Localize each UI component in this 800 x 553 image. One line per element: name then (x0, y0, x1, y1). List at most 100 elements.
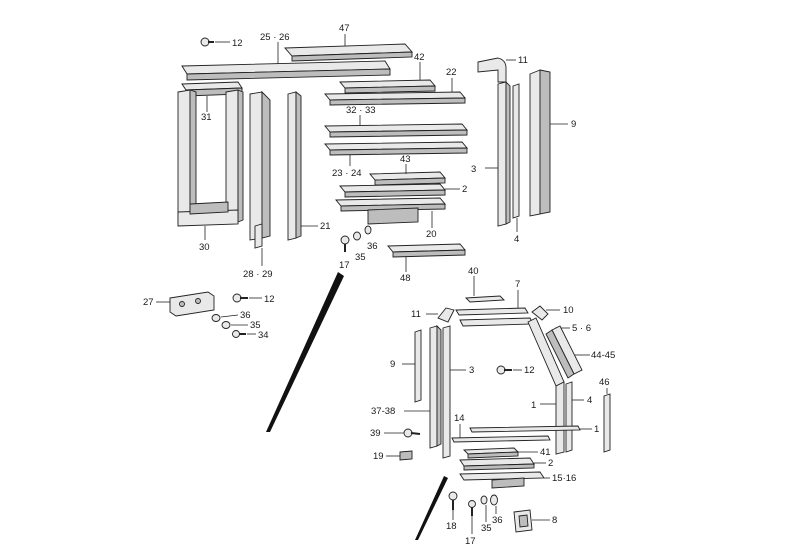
label-20: 20 (426, 229, 437, 240)
label-19: 19 (373, 451, 384, 462)
screw-12-top (200, 37, 214, 47)
part-11-corner-top (477, 57, 507, 83)
part-2-profile-lower (459, 457, 535, 471)
label-11-top: 11 (518, 55, 528, 66)
label-46: 46 (599, 377, 610, 388)
part-5-6-profile (459, 317, 534, 327)
washer-35-upper (353, 231, 361, 241)
part-9-vertical-lower (414, 329, 422, 403)
screw-39 (403, 428, 421, 438)
screw-17-upper (340, 235, 350, 252)
label-8: 8 (552, 515, 557, 526)
part-10-corner (531, 305, 549, 321)
part-2-profile-top (339, 183, 446, 198)
label-44-45: 44-45 (591, 350, 615, 361)
washer-36-lower (490, 494, 498, 506)
part-3-vertical-top (497, 80, 511, 227)
label-47: 47 (339, 23, 350, 34)
washer-35-mid (221, 321, 231, 329)
screw-17-lower (468, 500, 476, 516)
label-23-24: 23 · 24 (332, 168, 362, 179)
label-18: 18 (446, 521, 457, 532)
label-9-top: 9 (571, 119, 576, 130)
label-1-b: 1 (594, 424, 599, 435)
label-11-lower: 11 (411, 309, 421, 320)
label-9-lower: 9 (390, 359, 395, 370)
label-25-26: 25 · 26 (260, 32, 290, 43)
label-34: 34 (258, 330, 269, 341)
label-42: 42 (414, 52, 425, 63)
washer-36-upper (364, 225, 372, 235)
label-15-16: 15·16 (552, 473, 576, 484)
screw-34-mid (232, 330, 246, 338)
part-21-profile (287, 91, 302, 241)
part-27-bracket (169, 291, 215, 317)
part-9-vertical-top (529, 69, 551, 217)
part-28-29-profile (249, 90, 271, 249)
part-30-u-frame (177, 89, 244, 227)
part-15-16-profile (459, 471, 545, 489)
part-8-clip (513, 509, 533, 533)
part-23-24-profile (324, 141, 468, 156)
part-22-profile (324, 91, 466, 106)
label-5-6: 5 · 6 (572, 323, 591, 334)
label-22: 22 (446, 67, 457, 78)
part-48-profile (387, 243, 466, 258)
label-4-top: 4 (514, 234, 519, 245)
label-12-lower: 12 (524, 365, 535, 376)
label-41: 41 (540, 447, 551, 458)
label-48: 48 (400, 273, 411, 284)
screw-12-mid (232, 293, 248, 303)
part-1-diagonal (527, 317, 565, 455)
part-14-profile (451, 435, 551, 443)
part-41-profile (462, 447, 520, 459)
part-20-profile (335, 197, 446, 225)
part-1-horizontal (469, 425, 581, 433)
part-11-corner-lower (437, 307, 455, 323)
washer-36-mid (211, 314, 221, 322)
part-32-33-profile (324, 123, 468, 138)
label-37-38: 37-38 (371, 406, 395, 417)
label-2-top: 2 (462, 184, 467, 195)
label-30: 30 (199, 242, 210, 253)
label-35-mid: 35 (250, 320, 261, 331)
label-17-upper: 17 (339, 260, 350, 271)
screw-12-lower (496, 365, 512, 375)
part-25-26-profile (181, 60, 391, 81)
label-3-top: 3 (471, 164, 476, 175)
label-28-29: 28 · 29 (243, 269, 273, 280)
part-44-45-diagonal (545, 325, 583, 379)
label-7: 7 (515, 279, 520, 290)
part-4-vertical-lower (565, 381, 573, 453)
label-14: 14 (454, 413, 465, 424)
part-7-profile (455, 307, 529, 316)
tapered-rod-lower (415, 476, 448, 540)
label-12-mid: 12 (264, 294, 275, 305)
label-35-lower: 35 (481, 523, 492, 534)
part-40-profile (464, 295, 506, 303)
label-32-33: 32 · 33 (346, 105, 376, 116)
label-43: 43 (400, 154, 411, 165)
label-35-upper: 35 (355, 252, 366, 263)
label-3-lower: 3 (469, 365, 474, 376)
label-27: 27 (143, 297, 154, 308)
label-17-lower: 17 (465, 536, 476, 547)
part-47-profile (284, 43, 413, 62)
label-36-mid: 36 (240, 310, 251, 321)
part-4-vertical-top (512, 83, 520, 219)
label-1-a: 1 (531, 400, 536, 411)
label-12-top: 12 (232, 38, 243, 49)
part-42-profile (339, 79, 436, 94)
part-3-vertical-lower (429, 324, 451, 459)
label-36-upper: 36 (367, 241, 378, 252)
label-31: 31 (201, 112, 212, 123)
label-36-lower: 36 (492, 515, 503, 526)
label-21: 21 (320, 221, 331, 232)
tapered-rod (266, 272, 344, 432)
part-46-rod (603, 393, 611, 453)
label-4-lower: 4 (587, 395, 592, 406)
label-39: 39 (370, 428, 381, 439)
label-10: 10 (563, 305, 574, 316)
